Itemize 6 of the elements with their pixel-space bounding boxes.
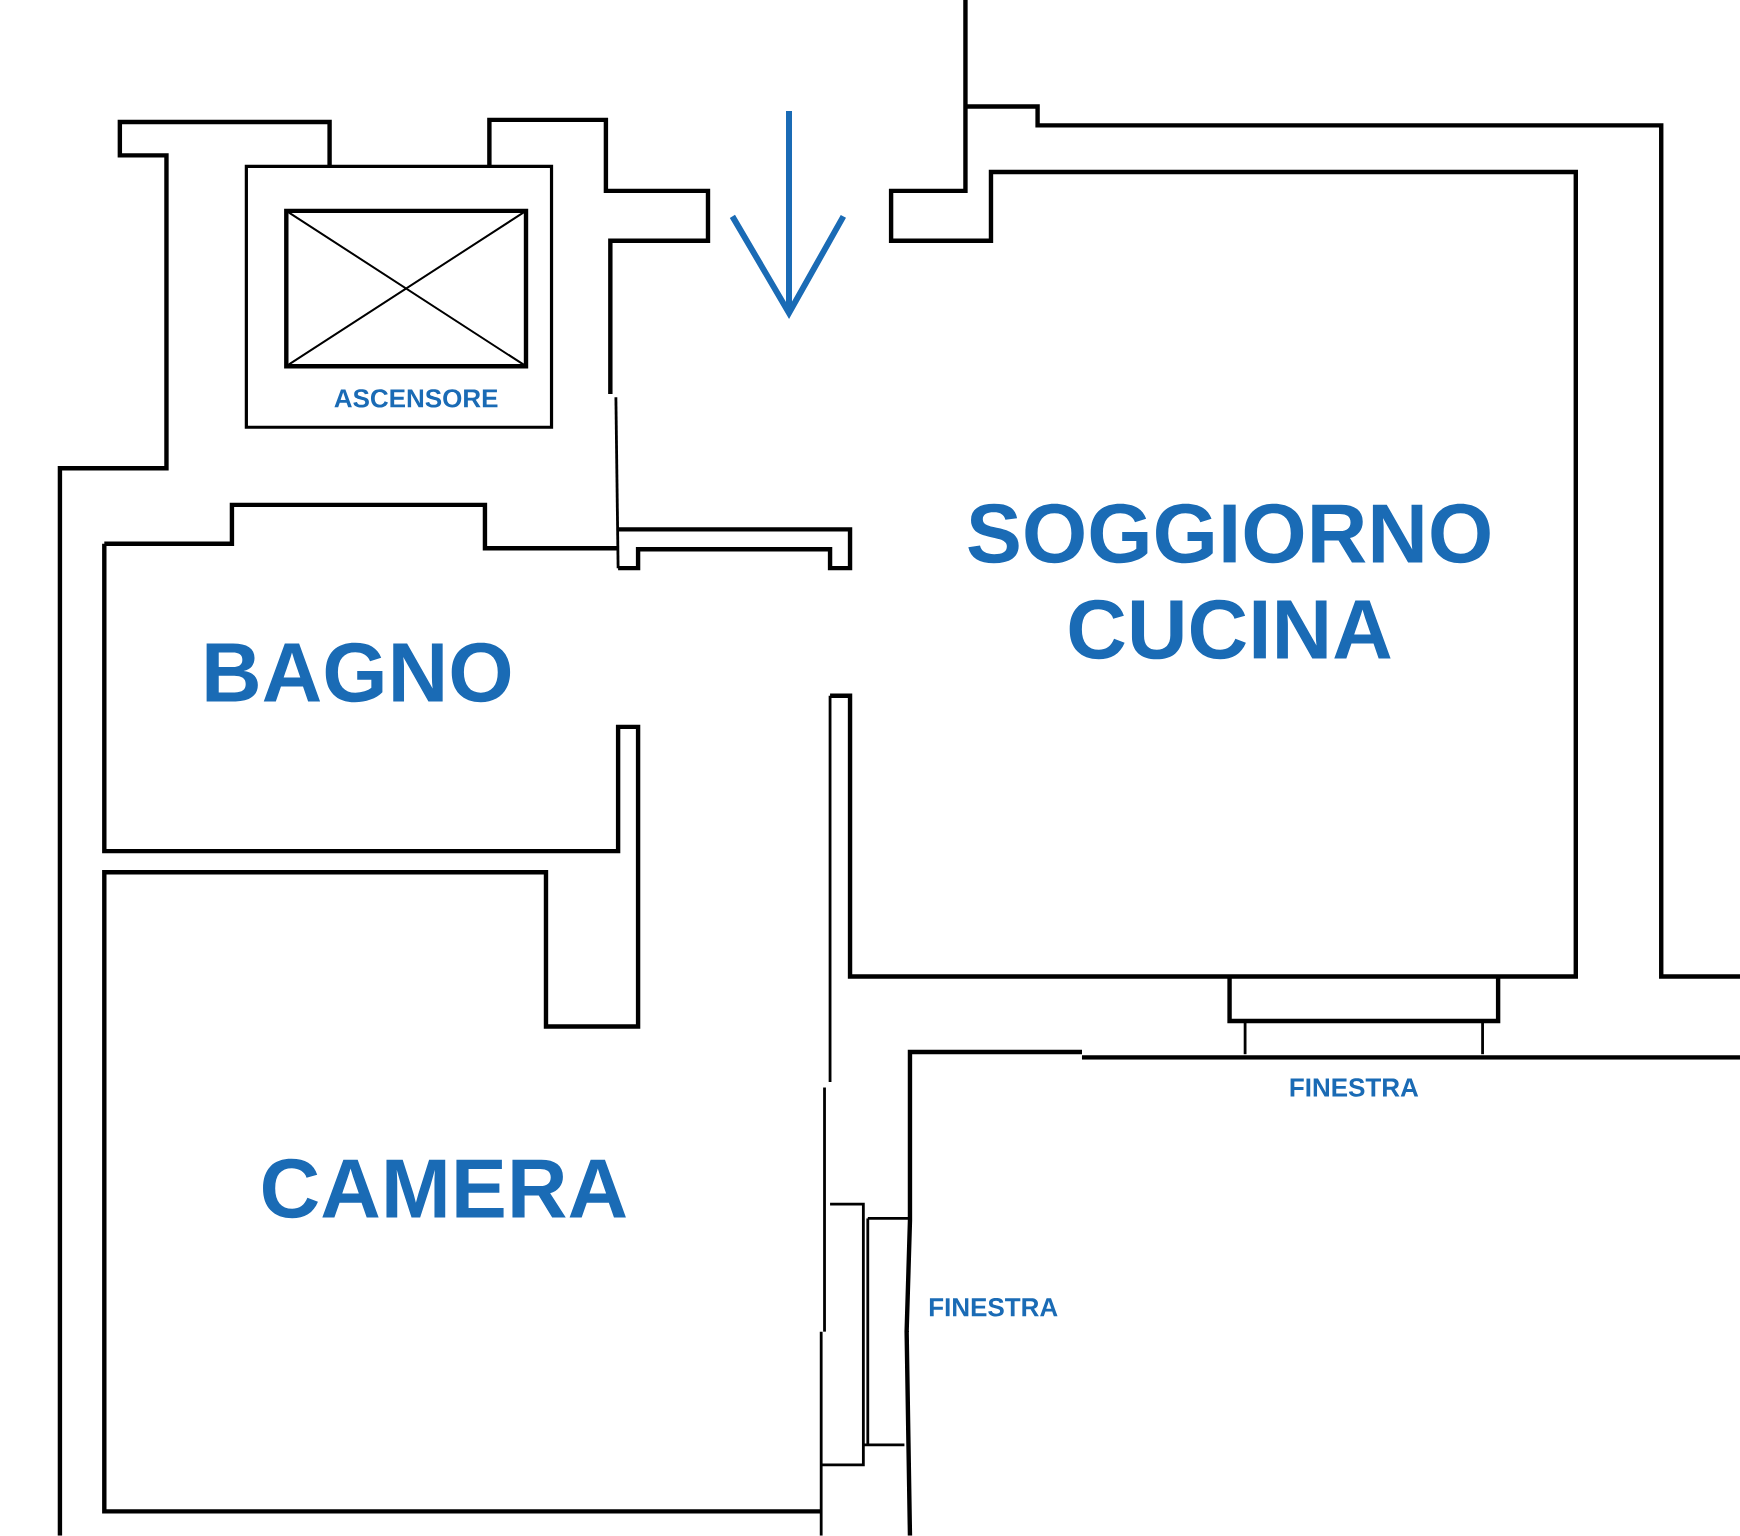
room-label: SOGGIORNO CUCINA	[968, 503, 1490, 660]
window-label: FINESTRA	[1290, 1078, 1419, 1097]
window-label: FINESTRA	[929, 1298, 1058, 1317]
room-label: ASCENSORE	[334, 389, 498, 408]
room-label: BAGNO	[206, 642, 511, 703]
room-label: CAMERA	[263, 1158, 626, 1219]
